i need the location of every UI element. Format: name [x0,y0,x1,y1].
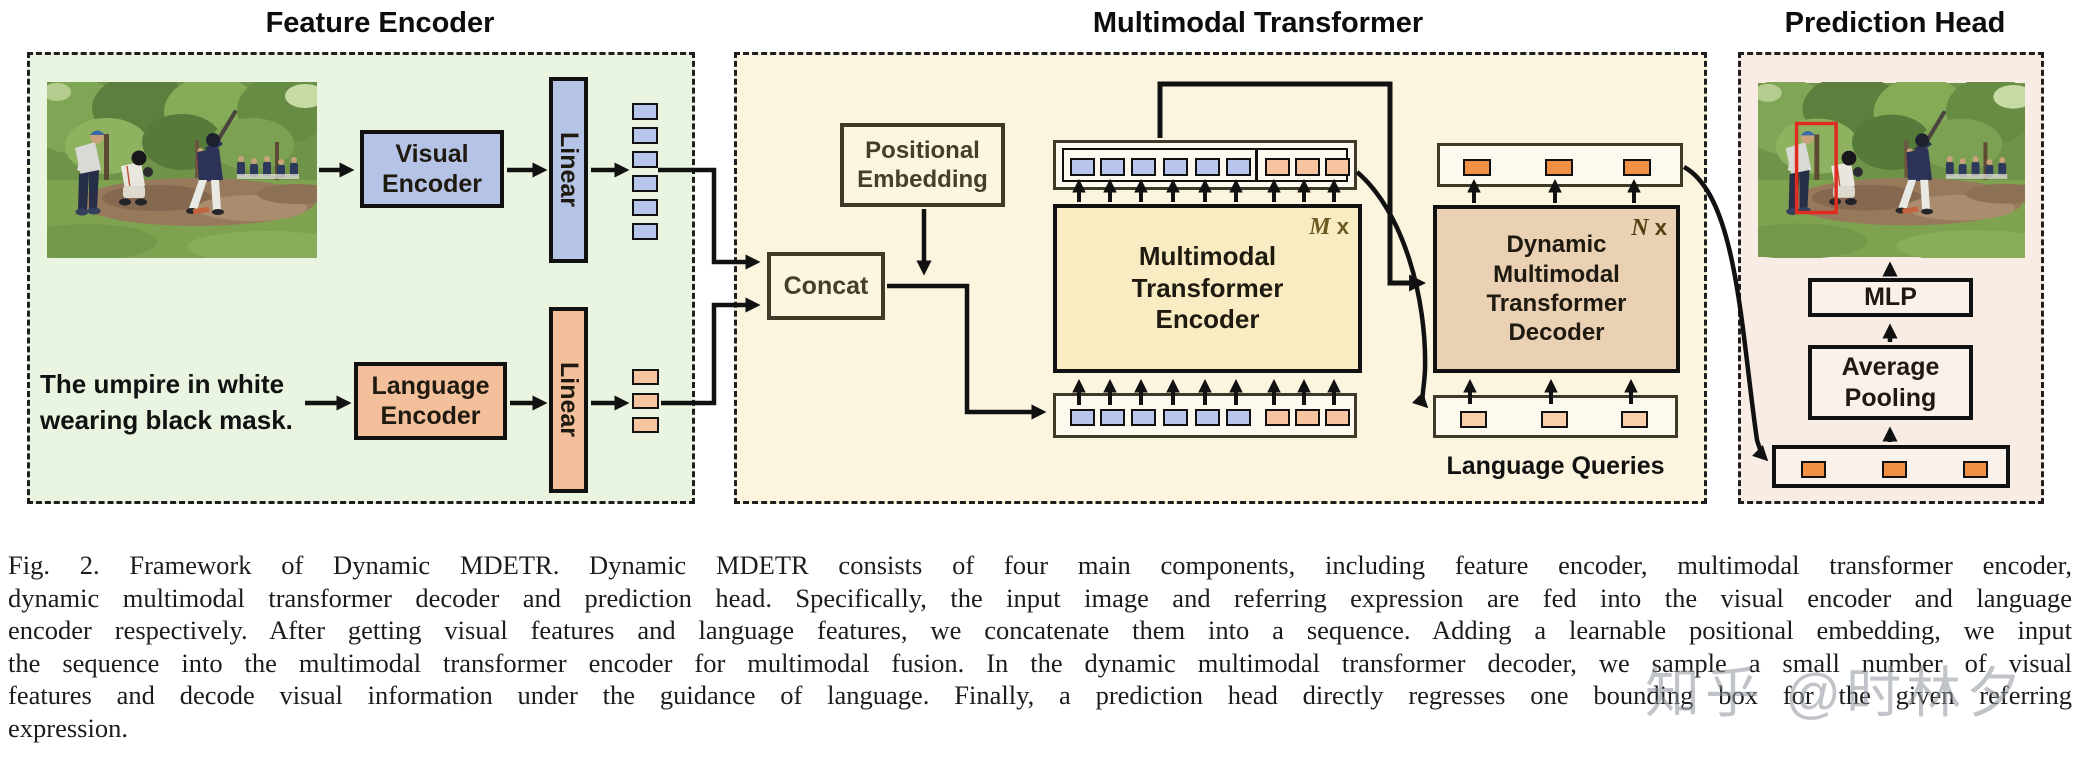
decoder-label-line2: Multimodal [1493,260,1620,288]
encoder-label-line3: Encoder [1155,304,1260,335]
predicted-bounding-box [1794,121,1838,215]
language-feature-token [632,417,659,433]
visual-encoder-box: Visual Encoder [360,130,504,208]
fused-language-token [1295,158,1320,176]
average-pooling-line2: Pooling [1844,383,1937,412]
caption-line: features and decode visual information u… [8,680,2072,711]
positional-embedding-line1: Positional [865,136,980,164]
modality-divider [1255,148,1258,182]
concat-language-token [1295,409,1320,426]
mlp-box: MLP [1808,278,1973,317]
decoder-label-line3: Transformer [1486,290,1627,317]
caption-line: Fig. 2. Framework of Dynamic MDETR. Dyna… [8,550,2072,580]
figure-caption: Fig. 2. Framework of Dynamic MDETR. Dyna… [8,549,2072,745]
output-image [1758,82,2025,258]
language-query-token [1460,411,1487,428]
sampled-feature-token [1882,461,1907,478]
caption-line: dynamic multimodal transformer decoder a… [8,582,2072,613]
concat-visual-token [1131,409,1156,426]
language-query-token [1541,411,1568,428]
input-image [47,82,317,258]
language-encoder-line1: Language [371,371,490,400]
concat-visual-token [1163,409,1188,426]
visual-encoder-line2: Encoder [381,170,483,198]
fused-language-token [1265,158,1290,176]
encoder-input-token-row [1053,393,1357,438]
fused-visual-token [1163,158,1188,176]
concat-language-token [1265,409,1290,426]
section-title-multimodal-transformer: Multimodal Transformer [1092,7,1424,39]
language-queries-token-row [1433,395,1678,438]
concat-language-token [1325,409,1350,426]
fused-language-token [1325,158,1350,176]
visual-feature-token [632,151,658,168]
fused-visual-token [1070,158,1095,176]
decoder-output-token [1545,159,1573,176]
visual-feature-token [632,199,658,216]
encoder-output-token-row [1053,140,1357,190]
language-encoder-box: Language Encoder [354,362,507,440]
positional-embedding-box: Positional Embedding [840,123,1005,207]
decoder-output-token-row [1437,143,1683,187]
language-encoder-line2: Encoder [380,402,481,430]
fused-visual-token [1226,158,1251,176]
language-feature-token [632,393,659,409]
encoder-label-line2: Transformer [1131,272,1284,303]
decoder-label-line1: Dynamic [1506,231,1607,259]
section-title-prediction-head: Prediction Head [1784,7,2006,39]
referring-expression-line2: wearing black mask. [40,405,293,435]
decoder-repeat-times: x [1654,215,1667,240]
section-title-feature-encoder: Feature Encoder [265,7,495,39]
encoder-repeat-letter: M [1309,214,1331,240]
positional-embedding-line2: Embedding [857,166,988,193]
fused-visual-token [1100,158,1125,176]
language-linear-box: Linear [549,307,588,493]
caption-line: the sequence into the multimodal transfo… [8,647,2072,678]
average-pooling-line1: Average [1841,353,1940,381]
encoder-repeat-times: x [1336,214,1349,239]
visual-linear-box: Linear [549,77,588,263]
caption-line: encoder respectively. After getting visu… [8,615,2072,646]
concat-visual-token [1070,409,1095,426]
referring-expression-text: The umpire in white wearing black mask. [40,366,345,438]
concat-visual-token [1100,409,1125,426]
multimodal-transformer-encoder-box: M x Multimodal Transformer Encoder [1053,204,1362,373]
dynamic-multimodal-transformer-decoder-box: N x Dynamic Multimodal Transformer Decod… [1433,205,1680,373]
language-query-token [1621,411,1648,428]
zhihu-watermark: 知乎 @时林夕 [1645,662,2027,724]
visual-feature-token [632,127,658,144]
referring-expression-line1: The umpire in white [40,369,285,399]
concat-box: Concat [767,252,885,320]
fused-visual-token [1131,158,1156,176]
visual-feature-token [632,103,658,120]
decoder-label-line4: Decoder [1508,319,1605,347]
decoder-output-token [1463,159,1491,176]
average-pooling-box: Average Pooling [1808,345,1973,420]
caption-line: expression. [8,712,128,743]
language-feature-token [632,369,659,385]
decoder-output-token [1623,159,1651,176]
visual-feature-token [632,175,658,192]
visual-feature-token [632,223,658,240]
encoder-repeat-label: M x [1309,213,1349,242]
prediction-input-token-row [1772,445,2010,488]
visual-encoder-line1: Visual [395,139,469,168]
concat-visual-token [1226,409,1251,426]
sampled-feature-token [1801,461,1826,478]
fused-visual-token [1195,158,1220,176]
decoder-repeat-label: N x [1631,214,1667,243]
decoder-repeat-letter: N [1631,215,1649,241]
concat-visual-token [1195,409,1220,426]
encoder-label-line1: Multimodal [1138,240,1277,271]
language-queries-label: Language Queries [1446,452,1665,480]
sampled-feature-token [1963,461,1988,478]
